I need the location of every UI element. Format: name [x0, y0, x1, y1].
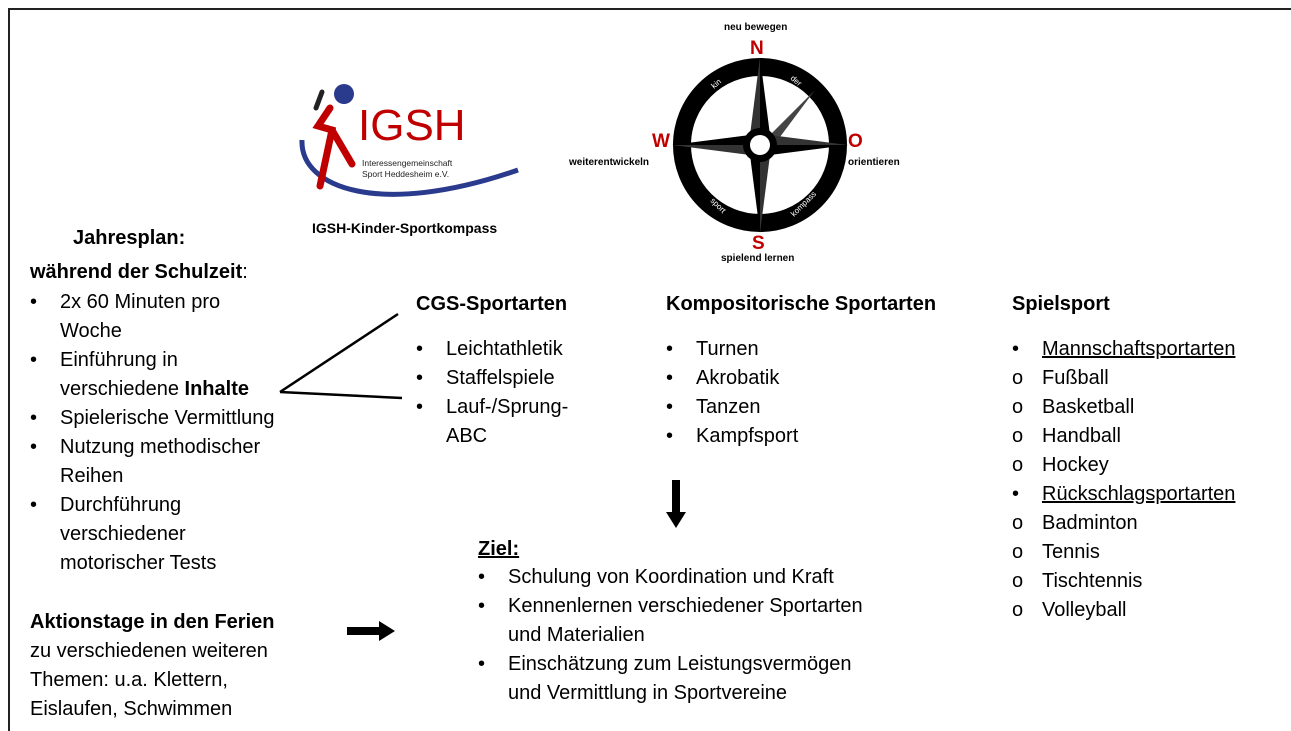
outer-frame: [8, 8, 1291, 731]
logo-figure: [312, 104, 337, 190]
compass-top-label: neu bewegen: [724, 22, 788, 33]
compass-center: [750, 135, 770, 155]
compass-rose: kin der kompass sport: [672, 57, 848, 233]
compass-w: W: [652, 131, 670, 152]
compass-s: S: [752, 233, 765, 254]
group-title: •Mannschaftsportarten: [1012, 338, 1236, 360]
connector-lines: [279, 312, 403, 400]
kompositorische-heading: Kompositorische Sportarten: [666, 293, 937, 315]
logo-line2: Sport Heddesheim e.V.: [362, 169, 449, 179]
aktionstage-text: zu verschiedenen weiteren Themen: u.a. K…: [30, 640, 268, 720]
ziel-heading: Ziel:: [478, 538, 520, 560]
kompositorische-list: •Turnen •Akrobatik •Tanzen •Kampfsport: [666, 335, 798, 451]
list-item: •Schulung von Koordination und Kraft: [478, 566, 834, 588]
schulzeit-subheading: während der Schulzeit:: [30, 261, 248, 283]
list-item: •Lauf-/Sprung-ABC: [416, 396, 569, 447]
logo-swoosh: [299, 139, 519, 197]
list-item: •Spielerische Vermittlung: [30, 407, 275, 429]
logo-caption: IGSH-Kinder-Sportkompass: [312, 220, 498, 236]
compass-o: O: [848, 131, 863, 152]
compass-n: N: [750, 38, 764, 59]
cgs-heading: CGS-Sportarten: [416, 293, 568, 315]
list-item: •Turnen: [666, 338, 759, 360]
compass-point-n: [760, 57, 770, 145]
list-item: •Staffelspiele: [416, 367, 555, 389]
spielsport-heading: Spielsport: [1012, 293, 1110, 315]
logo-line1: Interessengemeinschaft: [362, 158, 453, 168]
down-arrow-icon: [666, 480, 686, 528]
compass-bottom-label: spielend lernen: [721, 253, 795, 264]
jahresplan-heading: Jahresplan:: [73, 227, 186, 249]
cgs-list: •Leichtathletik •Staffelspiele •Lauf-/Sp…: [416, 335, 568, 451]
igsh-logo: IGSH Interessengemeinschaft Sport Heddes…: [299, 84, 519, 197]
list-item: •Kampfsport: [666, 425, 799, 447]
list-item: •Akrobatik: [666, 367, 780, 389]
group-title: •Rückschlagsportarten: [1012, 483, 1236, 505]
logo-wordmark: IGSH: [358, 101, 466, 150]
ziel-list: •Schulung von Koordination und Kraft •Ke…: [478, 563, 863, 708]
aktionstage-heading: Aktionstage in den Ferien: [30, 611, 275, 633]
list-item: •Leichtathletik: [416, 338, 563, 360]
logo-head: [334, 84, 354, 104]
right-arrow-icon: [347, 621, 395, 641]
list-item: •Tanzen: [666, 396, 761, 418]
compass-left-label: weiterentwickeln: [569, 157, 650, 168]
compass-right-label: orientieren: [848, 157, 900, 168]
